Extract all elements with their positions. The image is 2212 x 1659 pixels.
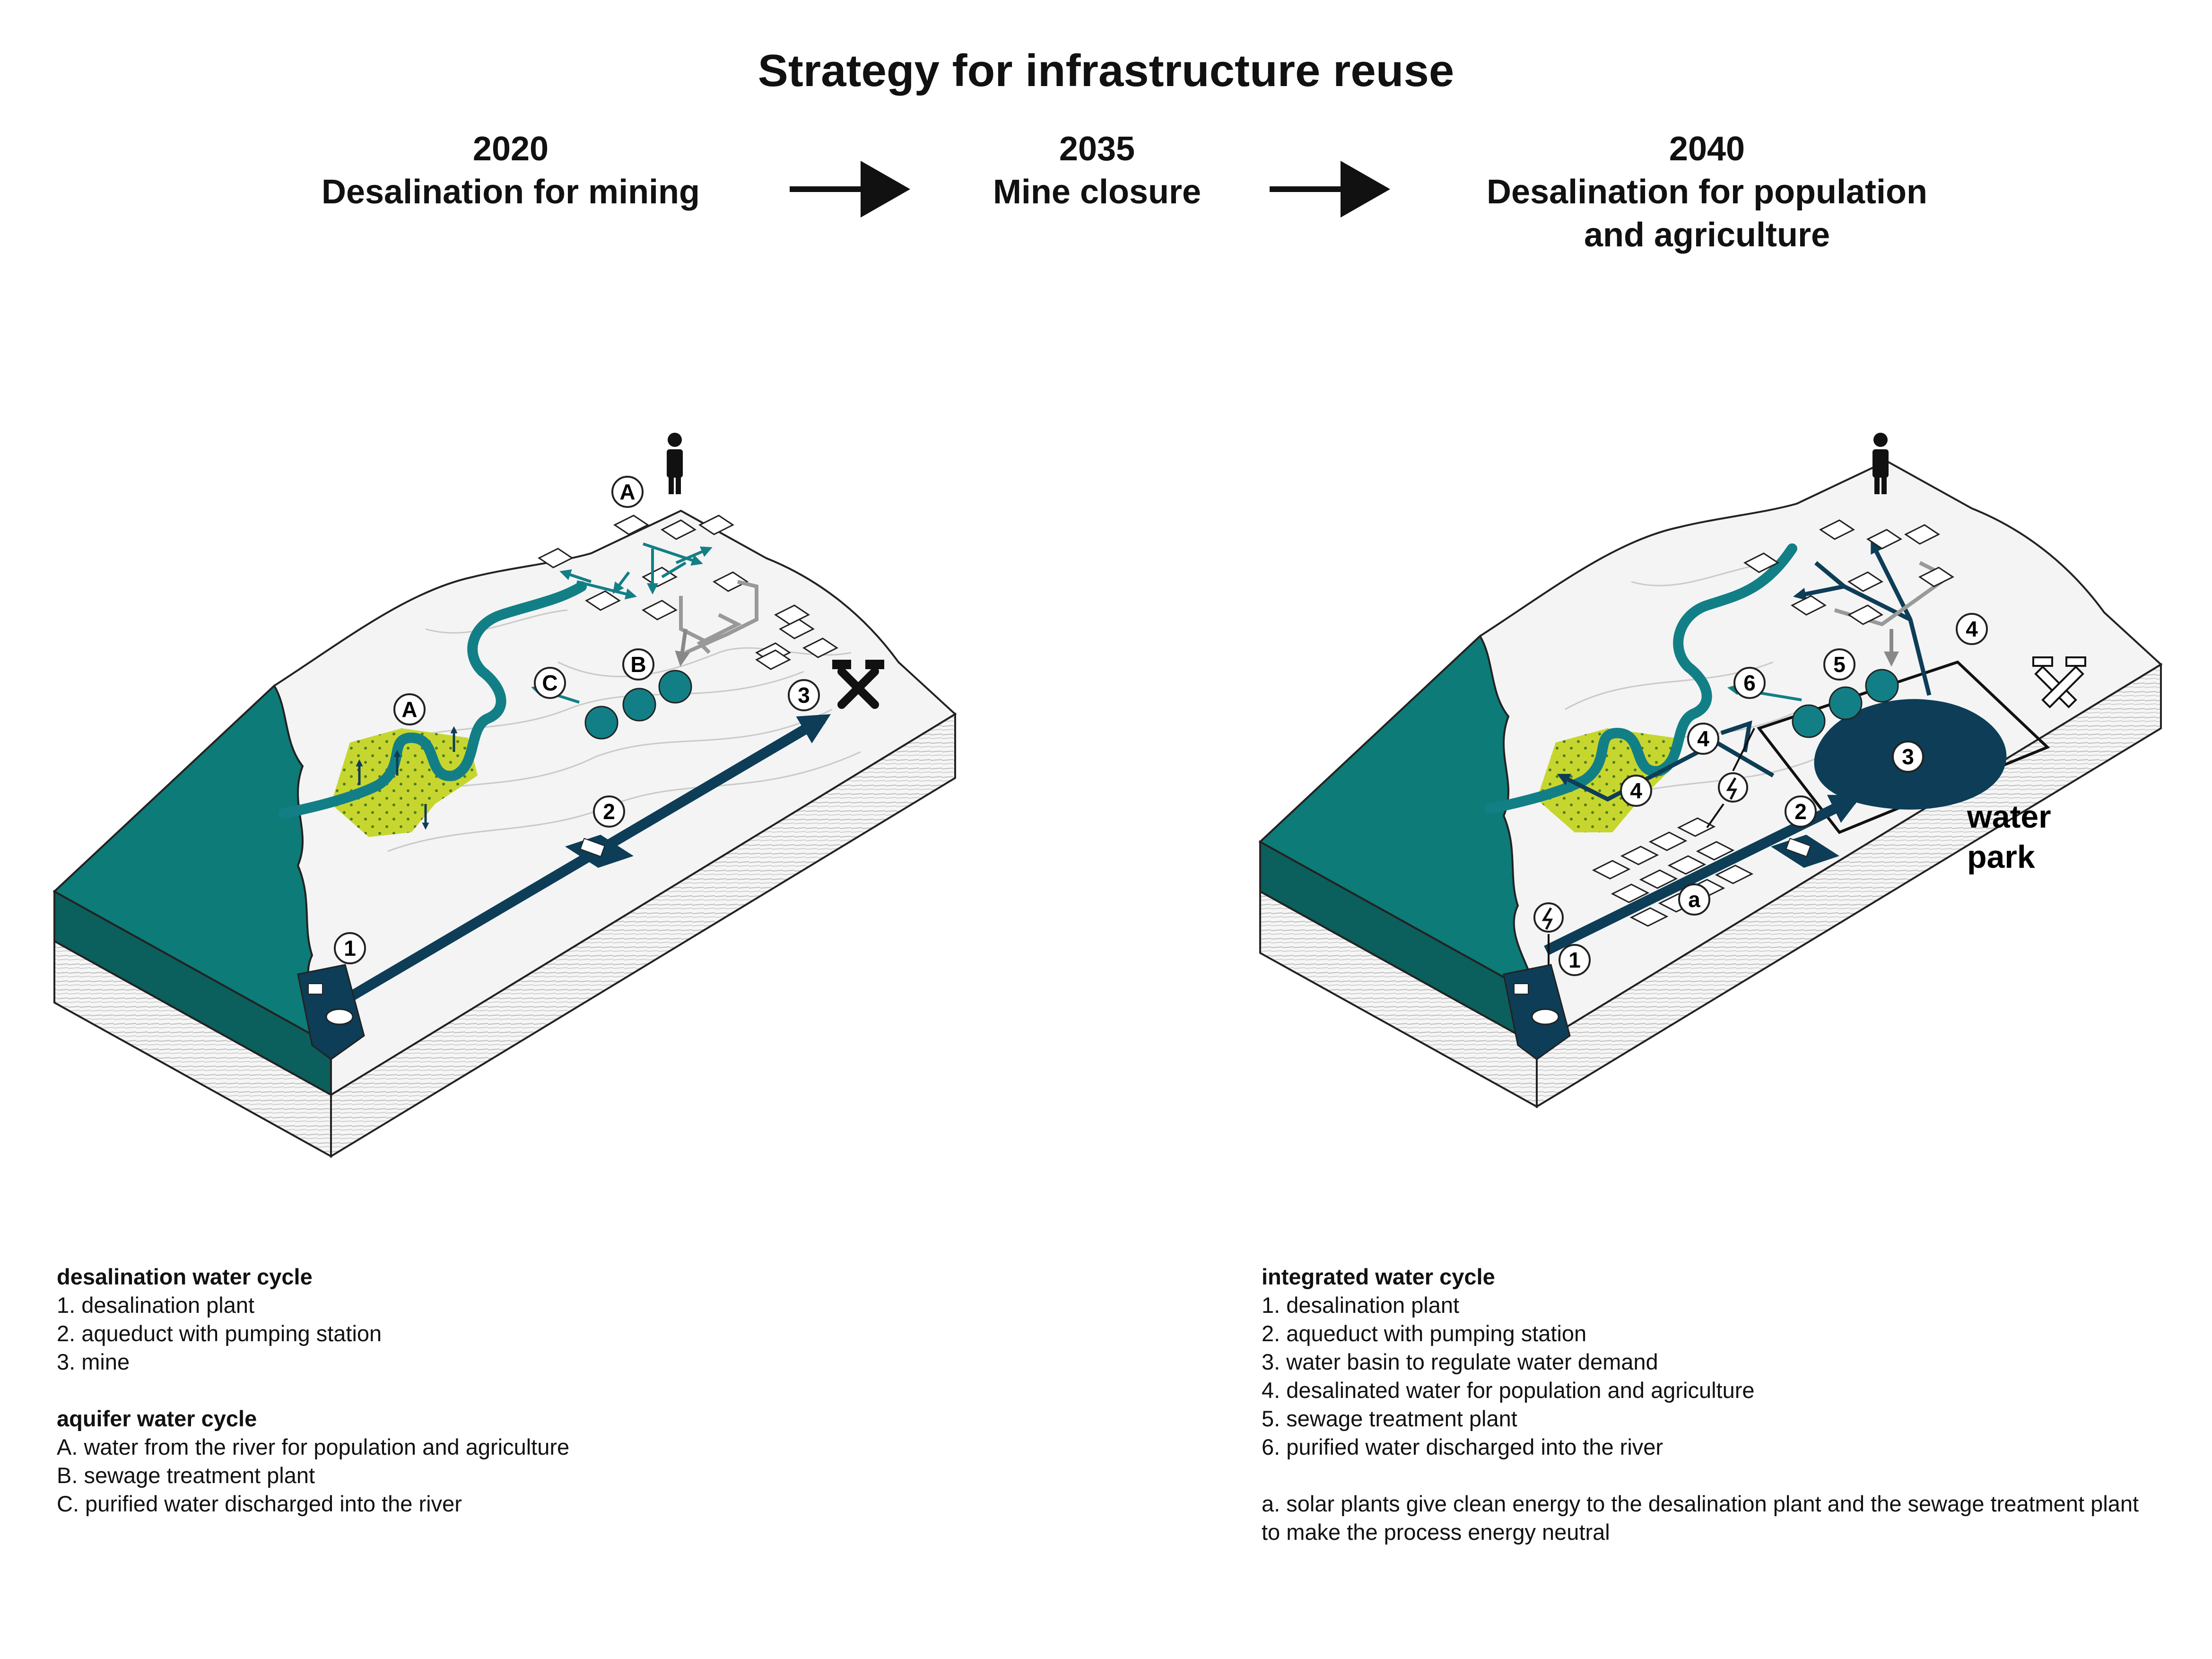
svg-text:A: A xyxy=(619,480,635,504)
marker-2: 2 xyxy=(1785,795,1817,828)
pumping-station-icon xyxy=(1771,835,1839,868)
marker-6: 6 xyxy=(1733,667,1766,699)
phase-year: 2040 xyxy=(1669,130,1745,168)
marker-4-fields: 4 xyxy=(1620,775,1652,807)
arrow-right-icon xyxy=(790,161,910,218)
marker-a-solar: a xyxy=(1678,883,1710,916)
svg-text:park: park xyxy=(1967,839,2035,875)
person-icon xyxy=(1872,433,1889,494)
legend-item: C. purified water discharged into the ri… xyxy=(57,1491,462,1516)
svg-text:C: C xyxy=(542,671,557,695)
legend-item: 1. desalination plant xyxy=(1262,1292,1460,1318)
legend-left: desalination water cycle 1. desalination… xyxy=(57,1263,955,1518)
marker-5: 5 xyxy=(1823,648,1855,681)
legend-item: 5. sewage treatment plant xyxy=(1262,1406,1517,1431)
phase-2040: 2040 Desalination for population and agr… xyxy=(1428,128,1986,257)
lightning-icon xyxy=(1706,728,1755,829)
svg-text:water: water xyxy=(1967,799,2051,835)
legend-note: a. solar plants give clean energy to the… xyxy=(1262,1491,2139,1545)
phase-2035: 2035 Mine closure xyxy=(927,128,1267,214)
pumping-station-icon xyxy=(565,835,634,868)
page-title: Strategy for infrastructure reuse xyxy=(758,45,1454,96)
legend-heading: aquifer water cycle xyxy=(57,1406,257,1431)
svg-text:2: 2 xyxy=(1794,799,1807,824)
marker-b: B xyxy=(622,648,654,681)
legend-right: integrated water cycle 1. desalination p… xyxy=(1262,1263,2160,1546)
legend-item: 3. water basin to regulate water demand xyxy=(1262,1349,1658,1374)
phase-label: Desalination for mining xyxy=(321,173,700,211)
legend-item: 6. purified water discharged into the ri… xyxy=(1262,1434,1663,1459)
marker-2: 2 xyxy=(593,795,625,828)
marker-4-center: 4 xyxy=(1687,723,1719,755)
svg-text:1: 1 xyxy=(1568,948,1581,972)
svg-text:B: B xyxy=(630,652,646,677)
water-park-label: water park xyxy=(1967,799,2051,875)
phase-year: 2035 xyxy=(1059,130,1135,168)
sewage-treatment-plant-icon xyxy=(1792,669,1899,738)
legend-heading: integrated water cycle xyxy=(1262,1264,1495,1289)
marker-4-village: 4 xyxy=(1956,613,1988,645)
marker-a-fields: A xyxy=(393,693,426,725)
village-houses xyxy=(1743,519,1954,625)
legend-item: 1. desalination plant xyxy=(57,1292,255,1318)
legend-item: 3. mine xyxy=(57,1349,130,1374)
mine-hammer-icon xyxy=(832,660,884,709)
svg-text:3: 3 xyxy=(1902,744,1914,769)
svg-text:2: 2 xyxy=(603,799,615,824)
marker-a-village: A xyxy=(611,476,644,508)
svg-text:1: 1 xyxy=(344,936,356,960)
phase-label: and agriculture xyxy=(1584,216,1830,254)
solar-panels xyxy=(1592,817,1754,927)
marker-1: 1 xyxy=(334,932,366,964)
svg-text:6: 6 xyxy=(1743,671,1756,695)
svg-text:4: 4 xyxy=(1630,778,1642,803)
marker-3-basin: 3 xyxy=(1892,741,1924,773)
marker-c: C xyxy=(534,667,566,699)
svg-text:4: 4 xyxy=(1966,617,1978,641)
desalination-plant-icon xyxy=(297,964,365,1060)
legend-heading: desalination water cycle xyxy=(57,1264,313,1289)
legend-item: 2. aqueduct with pumping station xyxy=(1262,1321,1587,1346)
legend-item: B. sewage treatment plant xyxy=(57,1463,315,1488)
closed-mine-icon xyxy=(2032,656,2086,708)
svg-text:3: 3 xyxy=(798,683,810,707)
phase-year: 2020 xyxy=(472,130,549,168)
legend-item: 2. aqueduct with pumping station xyxy=(57,1321,382,1346)
svg-text:4: 4 xyxy=(1697,726,1709,751)
arrow-right-icon xyxy=(1270,161,1390,218)
legend-item: 4. desalinated water for population and … xyxy=(1262,1378,1755,1403)
phase-label: Desalination for population xyxy=(1487,173,1927,211)
svg-text:a: a xyxy=(1688,887,1700,912)
svg-text:5: 5 xyxy=(1833,652,1846,677)
left-markers: 1 2 3 A A B C xyxy=(334,476,820,964)
desalination-plant-icon xyxy=(1503,964,1571,1060)
left-terrain-block xyxy=(52,433,957,1158)
phase-label: Mine closure xyxy=(993,173,1202,211)
phase-2020: 2020 Desalination for mining xyxy=(265,128,757,214)
marker-3: 3 xyxy=(788,679,820,711)
right-terrain-block xyxy=(1258,433,2163,1109)
svg-text:A: A xyxy=(401,697,417,722)
legend-item: A. water from the river for population a… xyxy=(57,1434,570,1459)
marker-1: 1 xyxy=(1559,944,1591,976)
right-markers: 1 2 3 4 4 4 5 6 a xyxy=(1559,613,1988,976)
person-icon xyxy=(667,433,683,494)
sewage-treatment-plant-icon xyxy=(584,670,692,740)
lightning-icon xyxy=(1533,902,1564,965)
